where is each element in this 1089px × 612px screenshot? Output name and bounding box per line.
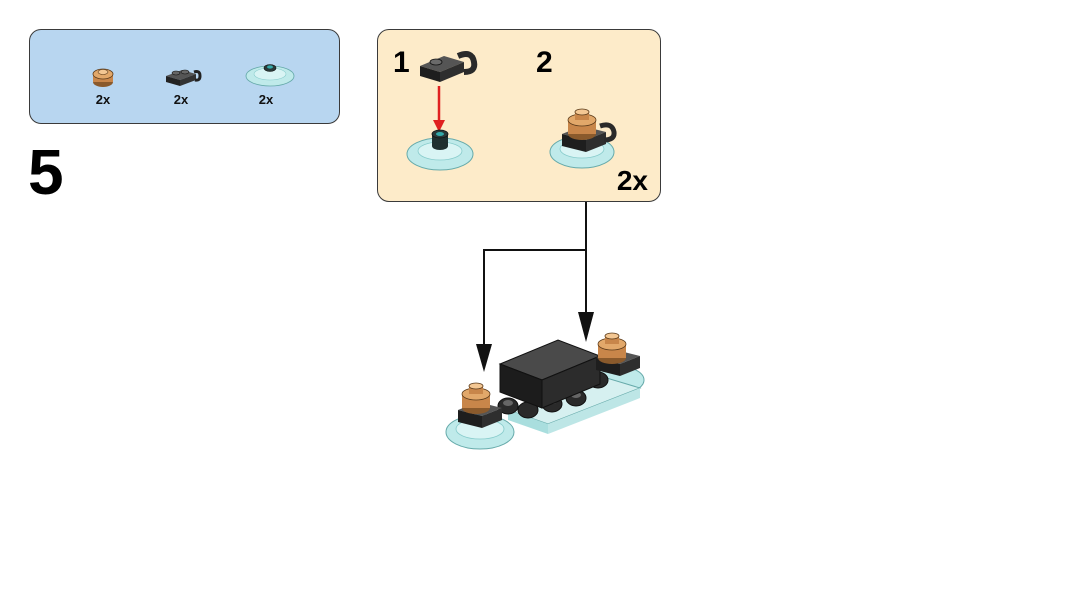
part-item-dish: 2x	[242, 60, 298, 108]
dish-part	[406, 129, 474, 171]
sub-step-number-1: 1	[393, 46, 410, 79]
sub-step-number-2: 2	[536, 46, 553, 79]
round-plate-icon	[92, 68, 114, 87]
step-number: 5	[28, 136, 64, 208]
dish-icon	[245, 64, 295, 87]
clip-plate-part	[420, 51, 478, 82]
sub-step-1-illustration	[406, 51, 617, 171]
part-quantity: 2x	[95, 92, 111, 107]
sub-assembly-box: 1 2	[377, 29, 661, 202]
part-quantity: 2x	[258, 92, 274, 107]
connector-left	[483, 202, 587, 360]
sub-step-2-illustration	[549, 108, 617, 169]
sub-assembly-multiplier: 2x	[616, 165, 648, 196]
part-item-clip-plate: 2x	[158, 62, 204, 108]
clip-plate-icon	[166, 69, 202, 86]
parts-list-box: 2x 2x 2x	[29, 29, 340, 124]
part-item-round-plate: 2x	[84, 62, 122, 108]
part-quantity: 2x	[173, 92, 189, 107]
